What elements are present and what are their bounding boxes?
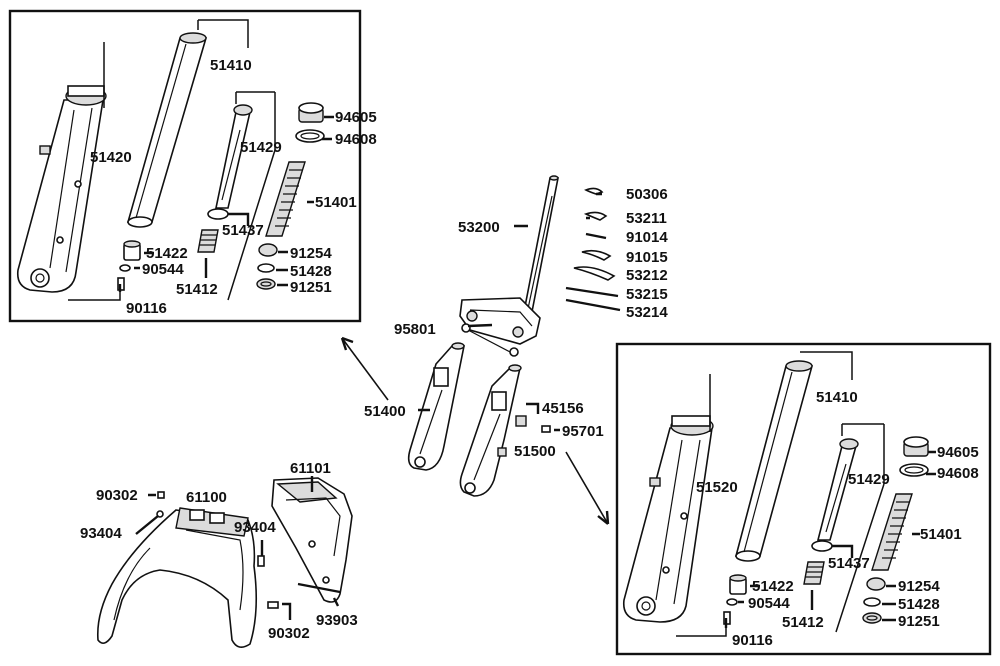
seal-91251 — [256, 278, 276, 290]
label-51422b: 51422 — [752, 578, 794, 595]
label-91254a: 91254 — [290, 245, 332, 262]
cap-94605 — [298, 102, 324, 123]
bushing-51422 — [123, 240, 141, 261]
fork-leg-outer-51420 — [16, 85, 107, 293]
label-93903: 93903 — [316, 612, 358, 629]
label-61101: 61101 — [290, 460, 331, 477]
label-51428a: 51428 — [290, 263, 332, 280]
inner-mudguard-61101 — [271, 477, 353, 603]
label-90302a: 90302 — [96, 487, 138, 504]
seal-91251b — [862, 612, 882, 624]
label-94605a: 94605 — [335, 109, 377, 126]
hardware-95701 — [541, 425, 551, 433]
clip-51437b — [811, 540, 833, 552]
seal-91254 — [258, 243, 278, 257]
label-91254b: 91254 — [898, 578, 940, 595]
label-51400: 51400 — [364, 403, 406, 420]
screw-90302-bottom — [267, 601, 279, 609]
label-51429b: 51429 — [848, 471, 890, 488]
label-51410a: 51410 — [210, 57, 252, 74]
label-50306: 50306 — [626, 186, 668, 203]
label-61100: 61100 — [186, 489, 227, 506]
label-90544a: 90544 — [142, 261, 184, 278]
label-51429a: 51429 — [240, 139, 282, 156]
fork-51400 — [407, 342, 465, 471]
label-45156: 45156 — [542, 400, 584, 417]
screw-90302-top — [157, 491, 165, 499]
bushing-51422b — [729, 574, 747, 595]
inner-tube-51410 — [126, 32, 208, 228]
screw-93903 — [297, 582, 341, 594]
screw-93404-right — [257, 555, 265, 567]
label-90302b: 90302 — [268, 625, 310, 642]
label-51428b: 51428 — [898, 596, 940, 613]
label-91251a: 91251 — [290, 279, 332, 296]
bearing-parts — [565, 187, 621, 312]
screw-93404-left — [156, 510, 164, 518]
arrow-to-left-box — [340, 336, 389, 401]
label-94608a: 94608 — [335, 131, 377, 148]
label-94605b: 94605 — [937, 444, 979, 461]
label-51500: 51500 — [514, 443, 556, 460]
front-fender-61100 — [96, 507, 258, 648]
label-51412b: 51412 — [782, 614, 824, 631]
label-51412a: 51412 — [176, 281, 218, 298]
washer-51428b — [863, 597, 881, 607]
damper-rod-51429 — [215, 104, 253, 209]
spring-51401 — [265, 161, 306, 237]
label-53212: 53212 — [626, 267, 668, 284]
spring-51401b — [871, 493, 913, 571]
steering-stem-assembly: 50306 53211 53200 91014 91015 53212 5321… — [340, 175, 668, 525]
detail-box-right: 51410 94605 51429 94608 51520 51401 5143… — [615, 342, 992, 656]
washer-90544b — [726, 598, 738, 606]
seal-91254b — [866, 577, 886, 591]
cap-94605b — [903, 436, 929, 457]
label-95801: 95801 — [394, 321, 436, 338]
label-51410b: 51410 — [816, 389, 858, 406]
washer-90544 — [119, 264, 131, 272]
label-51422a: 51422 — [146, 245, 188, 262]
label-93404b: 93404 — [234, 519, 276, 536]
label-53215: 53215 — [626, 286, 668, 303]
label-53214: 53214 — [626, 304, 668, 321]
label-93404a: 93404 — [80, 525, 122, 542]
spring-51412 — [197, 229, 219, 253]
label-91015: 91015 — [626, 249, 668, 266]
label-51420: 51420 — [90, 149, 132, 166]
arrow-to-right-box — [565, 451, 610, 525]
label-51520: 51520 — [696, 479, 738, 496]
label-51437b: 51437 — [828, 555, 870, 572]
label-51437a: 51437 — [222, 222, 264, 239]
label-51401b: 51401 — [920, 526, 962, 543]
fork-leg-outer-51520 — [622, 415, 714, 623]
label-90116a: 90116 — [126, 300, 167, 317]
label-95701: 95701 — [562, 423, 604, 440]
triple-clamp — [459, 297, 541, 357]
label-94608b: 94608 — [937, 465, 979, 482]
label-53211: 53211 — [626, 210, 667, 227]
detail-box-left: 51410 51420 51429 94605 94608 51401 5143… — [8, 9, 377, 323]
clip-51437 — [207, 208, 229, 220]
fender-assembly: 61101 90302 61100 93404 93404 93903 9030… — [80, 460, 358, 648]
ring-94608b — [899, 463, 929, 477]
fork-51500 — [459, 364, 522, 497]
label-51401a: 51401 — [315, 194, 357, 211]
spring-51412b — [803, 561, 825, 585]
label-90116b: 90116 — [732, 632, 773, 649]
damper-rod-51429b — [816, 438, 859, 541]
inner-tube-51410b — [734, 360, 814, 562]
label-91014: 91014 — [626, 229, 668, 246]
label-90544b: 90544 — [748, 595, 790, 612]
ring-94608 — [295, 129, 325, 143]
hardware-45156 — [515, 415, 527, 427]
label-53200: 53200 — [458, 219, 500, 236]
washer-51428 — [257, 263, 275, 273]
label-91251b: 91251 — [898, 613, 940, 630]
